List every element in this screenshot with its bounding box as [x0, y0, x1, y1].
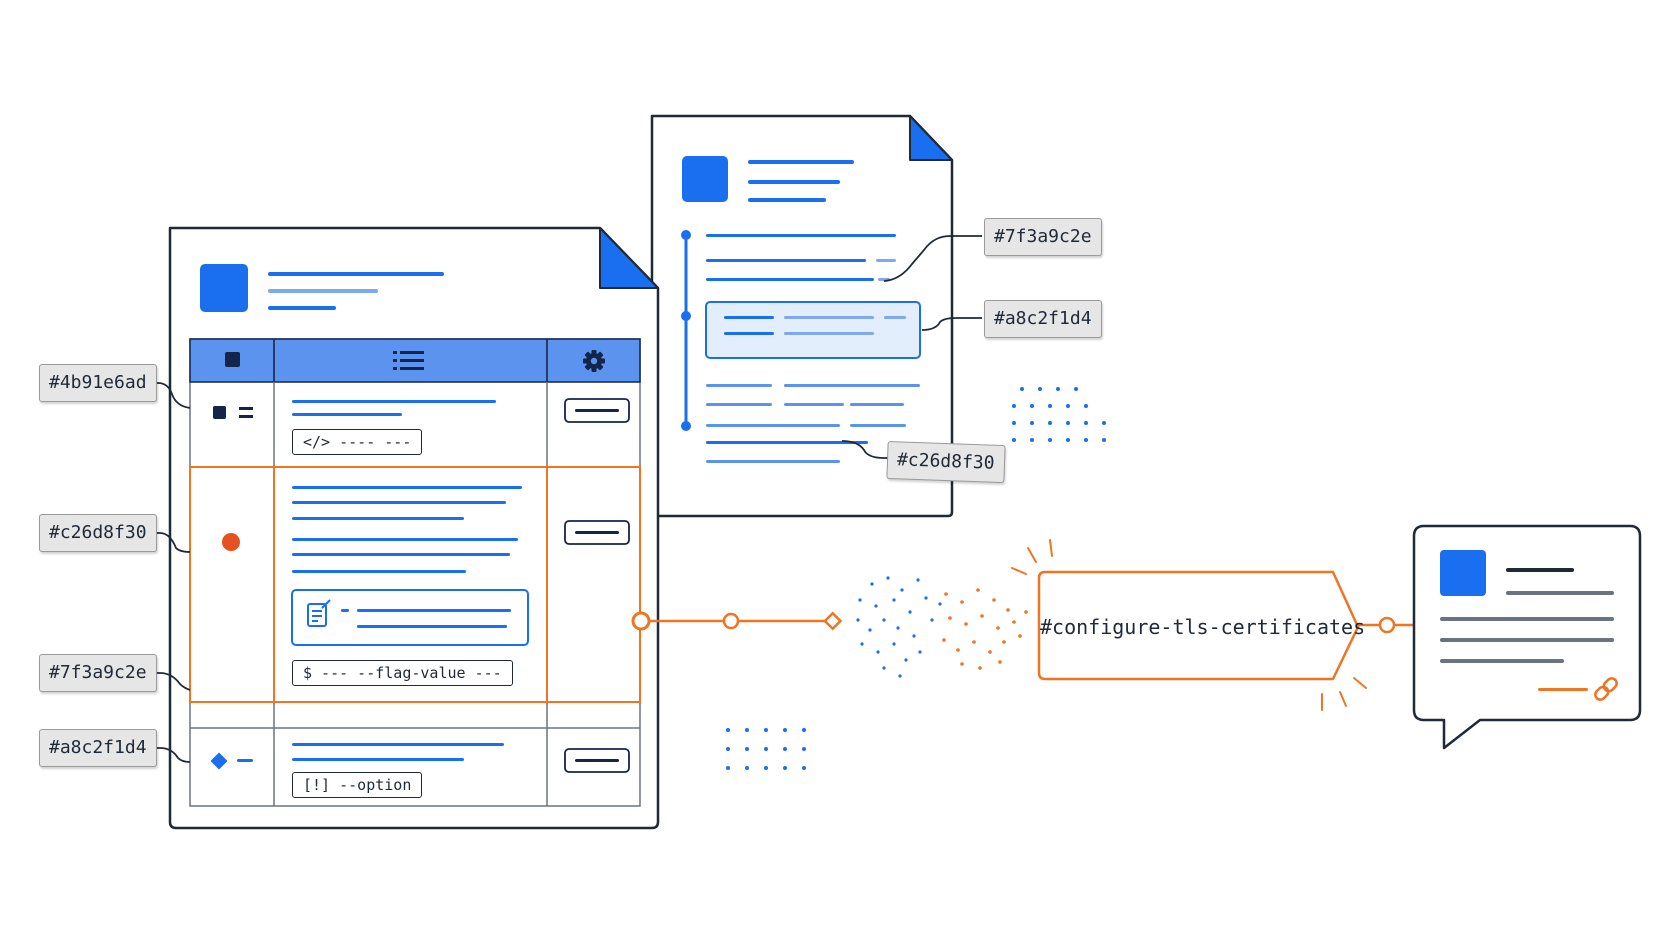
hash-tag[interactable]: #c26d8f30 [39, 514, 157, 552]
highlight-box [705, 301, 921, 359]
hash-tag[interactable]: #7f3a9c2e [39, 654, 157, 692]
hash-tag[interactable]: #c26d8f30 [886, 440, 1006, 484]
option-chip: [!] --option [292, 772, 423, 798]
action-button[interactable] [564, 398, 630, 423]
topic-node[interactable] [1011, 539, 1367, 711]
doc-logo-square [682, 156, 728, 202]
bubble-connector [1358, 616, 1416, 634]
list-icon[interactable] [393, 351, 424, 370]
topic-label: #configure-tls-certificates [1040, 615, 1366, 639]
second-doc-connectors [841, 235, 982, 459]
table-row [189, 466, 641, 703]
hash-tag[interactable]: #4b91e6ad [39, 364, 157, 402]
second-document [650, 114, 954, 518]
note-edit-icon [307, 599, 331, 627]
left-tag-connectors [145, 382, 191, 763]
table-row [213, 398, 630, 423]
main-document [168, 226, 660, 830]
table-row [210, 743, 630, 773]
orange-dot-icon [222, 533, 240, 551]
topic-connector [631, 611, 843, 631]
dot-grid [726, 728, 806, 770]
link-icon[interactable] [1593, 676, 1618, 701]
code-chip: </> ---- --- [292, 429, 423, 455]
diamond-icon [210, 752, 228, 770]
particle-cloud [856, 576, 1028, 678]
note-box[interactable] [291, 589, 529, 646]
doc-logo-square [200, 264, 248, 312]
hash-tag[interactable]: #7f3a9c2e [984, 218, 1102, 256]
chat-bubble [1412, 524, 1642, 750]
hash-tag[interactable]: #a8c2f1d4 [984, 300, 1102, 338]
square-lines-icon [213, 406, 226, 419]
action-button[interactable] [564, 520, 630, 545]
dot-grid [1012, 387, 1106, 442]
command-chip: $ --- --flag-value --- [292, 660, 513, 686]
square-icon[interactable] [225, 352, 240, 367]
gear-icon[interactable] [583, 350, 605, 372]
hash-tag[interactable]: #a8c2f1d4 [39, 729, 157, 767]
action-button[interactable] [564, 748, 630, 773]
